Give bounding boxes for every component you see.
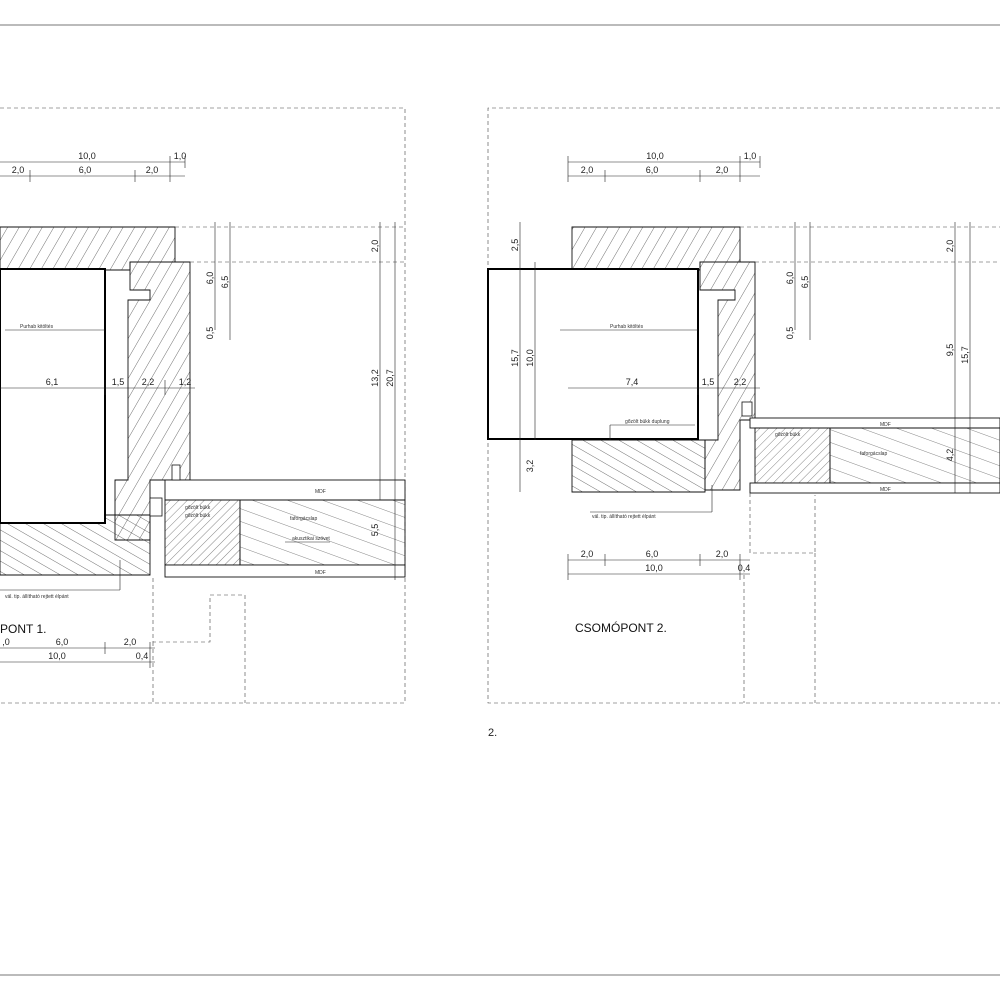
d2-mdf-bottom-layer [749, 482, 1000, 494]
dim-d2-top-gap: 1,0 [744, 151, 757, 161]
d2-beech-block [754, 427, 831, 484]
detail-1-frame [0, 107, 406, 704]
d2-label-beech: gőzölt bükk [775, 432, 801, 438]
detail-1-top-dimensions: 10,0 1,0 2,0 6,0 2,0 [0, 151, 186, 182]
d2-label-chipboard: faforgácslap [860, 451, 887, 457]
d1-label-chipboard: faforgácslap [290, 516, 317, 522]
d2-lower-outline [749, 493, 816, 554]
dim-d2-mid-a: 7,4 [626, 377, 639, 387]
dim-d1-bottom-d: 10,0 [48, 651, 66, 661]
dim-d1-mid-c: 2,2 [142, 377, 155, 387]
dim-d1-right-a: 2,0 [370, 240, 380, 253]
detail-1-mid-dimensions: 6,1 1,5 2,2 1,2 [0, 377, 195, 395]
detail-2-frame [487, 107, 1000, 704]
dim-d2-left-c: 10,0 [525, 349, 535, 367]
d1-label-foam: Purhab kitöltés [20, 324, 54, 330]
dim-d1-right-g: 5,5 [370, 524, 380, 537]
dim-d2-top-b: 6,0 [646, 165, 659, 175]
d2-door-leaf [487, 268, 699, 440]
dim-d1-right-c: 6,5 [220, 276, 230, 289]
dim-d2-right-g: 4,2 [945, 449, 955, 462]
dim-d1-top-total: 10,0 [78, 151, 96, 161]
dim-d1-mid-a: 6,1 [46, 377, 59, 387]
d1-mdf-bottom-layer [164, 564, 406, 578]
d2-label-mdf-bottom: MDF [880, 487, 891, 493]
dim-d2-top-c: 2,0 [716, 165, 729, 175]
dim-d1-right-e: 13,2 [370, 369, 380, 387]
dim-d1-right-f: 20,7 [385, 369, 395, 387]
dim-d2-top-a: 2,0 [581, 165, 594, 175]
dim-d1-bottom-a: ,0 [2, 637, 10, 647]
detail-1: 10,0 1,0 2,0 6,0 2,0 Purhab kitöltés 6,1… [0, 107, 406, 704]
dim-d2-right-f: 15,7 [960, 346, 970, 364]
dim-d2-left-a: 2,5 [510, 239, 520, 252]
d1-label-beech-2: gőzölt bükk [185, 513, 211, 519]
dim-d2-bottom-e: 0,4 [738, 563, 751, 573]
d1-chipboard-panel [239, 499, 406, 566]
d1-label-hinge: vál. tip. állítható rejtett élpánt [5, 594, 69, 600]
d2-label-mdf-top: MDF [880, 422, 891, 428]
dim-d2-bottom-a: 2,0 [581, 549, 594, 559]
dim-d2-right-b: 6,0 [785, 272, 795, 285]
dim-d1-bottom-b: 6,0 [56, 637, 69, 647]
dim-d2-right-a: 2,0 [945, 240, 955, 253]
detail-1-bottom-dimensions: ,0 6,0 2,0 10,0 0,4 [0, 637, 155, 668]
d2-frame-jamb [699, 261, 756, 491]
d1-mdf-top-layer [164, 479, 406, 501]
d2-chipboard-panel [829, 427, 1000, 484]
dim-d2-mid-b: 1,5 [702, 377, 715, 387]
dim-d1-right-d: 0,5 [205, 327, 215, 340]
d1-label-mdf-top: MDF [315, 489, 326, 495]
d2-frame-bottom [571, 439, 706, 493]
dim-d2-left-b: 15,7 [510, 349, 520, 367]
dim-d1-right-b: 6,0 [205, 272, 215, 285]
dim-d2-bottom-b: 6,0 [646, 549, 659, 559]
dim-d1-mid-d: 1,2 [179, 377, 192, 387]
d1-hinge-body [149, 497, 163, 517]
dim-d1-top-b: 6,0 [79, 165, 92, 175]
dim-d2-bottom-d: 10,0 [645, 563, 663, 573]
dim-d1-bottom-c: 2,0 [124, 637, 137, 647]
dim-d2-left-d: 3,2 [525, 460, 535, 473]
d1-door-leaf [0, 268, 106, 524]
d2-label-dowel: gőzölt bükk duplung [625, 419, 670, 425]
d1-label-mdf-bottom: MDF [315, 570, 326, 576]
d2-label-foam: Purhab kitöltés [610, 324, 644, 330]
dim-d2-top-total: 10,0 [646, 151, 664, 161]
detail-2-bottom-dimensions: 2,0 6,0 2,0 10,0 0,4 [567, 549, 751, 580]
dim-d2-right-e: 9,5 [945, 344, 955, 357]
d2-hinge-piece [741, 401, 753, 417]
detail-2-mid-dimensions: 7,4 1,5 2,2 [568, 377, 760, 395]
d1-lower-outline [152, 578, 246, 703]
dim-d1-top-a: 2,0 [12, 165, 25, 175]
detail-1-right-dimensions: 2,0 6,0 6,5 0,5 13,2 20,7 5,5 [175, 222, 405, 580]
d1-label-fabric: akusztikai szövet [292, 536, 330, 542]
d1-label-beech-1: gőzölt bükk [185, 505, 211, 511]
dim-d2-right-c: 6,5 [800, 276, 810, 289]
dim-d1-mid-b: 1,5 [112, 377, 125, 387]
detail-2-right-dimensions: 2,0 6,0 6,5 0,5 9,5 15,7 4,2 [740, 222, 1000, 493]
d2-mdf-top-layer [749, 417, 1000, 429]
dim-d2-mid-c: 2,2 [734, 377, 747, 387]
detail-2-left-dimensions: 2,5 15,7 10,0 3,2 [510, 222, 536, 492]
dim-d2-bottom-c: 2,0 [716, 549, 729, 559]
d2-label-hinge: vál. tip. állítható rejtett élpánt [592, 514, 656, 520]
dim-d1-top-gap: 1,0 [174, 151, 187, 161]
detail-2-top-dimensions: 10,0 1,0 2,0 6,0 2,0 [567, 151, 761, 182]
page-number: 2. [488, 727, 497, 739]
detail-2: 10,0 1,0 2,0 6,0 2,0 Purhab kitöltés 2,5… [487, 107, 1000, 704]
d2-title: CSOMÓPONT 2. [575, 620, 667, 635]
d1-title: PONT 1. [0, 622, 46, 636]
dim-d1-bottom-e: 0,4 [136, 651, 149, 661]
d1-hinge-piece [171, 464, 181, 481]
dim-d2-right-d: 0,5 [785, 327, 795, 340]
dim-d1-top-c: 2,0 [146, 165, 159, 175]
